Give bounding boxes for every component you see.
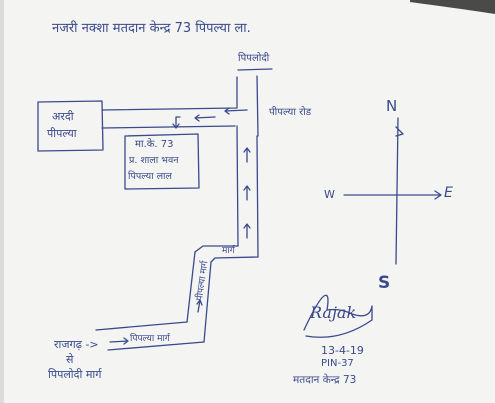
school-box xyxy=(124,133,200,190)
compass-ns-line xyxy=(395,117,399,265)
compass-north-flag xyxy=(395,126,404,137)
compass-west: W xyxy=(324,188,335,201)
signature-flourish xyxy=(303,294,373,338)
compass-ew-line xyxy=(343,190,442,200)
route-arrow xyxy=(172,116,181,129)
road-east-edge xyxy=(256,75,259,137)
origin-label-line3: पिपलोदी मार्ग xyxy=(48,368,102,381)
road-bend-lower xyxy=(210,256,259,263)
route-arrow xyxy=(224,107,248,115)
compass-south: S xyxy=(378,273,391,293)
route-arrow xyxy=(243,147,251,163)
bottom-road-upper-edge xyxy=(95,321,188,331)
dark-corner-shadow xyxy=(410,0,495,14)
school-label-line2: प्र. शाला भवन xyxy=(129,155,179,166)
school-label-line1: मा.के. 73 xyxy=(135,139,174,150)
compass-east: E xyxy=(444,185,453,201)
north-road-label: पिपलोदी xyxy=(238,53,270,64)
diagonal-road-left-edge xyxy=(186,251,196,323)
school-label-line3: पिपल्या लाल xyxy=(128,171,172,182)
compass-north: N xyxy=(386,97,398,115)
road-top-edge xyxy=(101,76,238,111)
route-arrow xyxy=(196,299,203,313)
left-edge-shadow xyxy=(0,0,4,403)
village-box-label-line1: अरदी xyxy=(52,110,74,123)
origin-label-line1: राजगढ़ -> xyxy=(54,338,99,351)
bottom-road-lower-edge xyxy=(107,341,205,351)
signature-date: 13-4-19 xyxy=(321,344,364,357)
title-underline xyxy=(237,68,273,71)
east-road-label: पीपल्या रोड xyxy=(269,107,312,118)
village-box xyxy=(37,100,104,152)
road-bend-upper xyxy=(194,245,239,253)
route-arrow xyxy=(194,114,216,122)
signature-name: Rajak xyxy=(310,303,357,322)
route-arrow xyxy=(109,337,129,345)
route-arrow xyxy=(243,185,251,201)
bottom-road-label: पिपल्या मार्ग xyxy=(130,334,170,344)
signature-booth: मतदान केन्द्र 73 xyxy=(293,374,357,386)
diagonal-road-right-edge xyxy=(203,261,212,343)
map-title: नजरी नक्शा मतदान केन्द्र 73 पिपल्या ला. xyxy=(52,21,251,36)
origin-label-line2: से xyxy=(66,353,74,366)
village-box-label-line2: पीपल्या xyxy=(47,127,77,140)
signature-pin: PIN-37 xyxy=(321,358,354,369)
road-bottom-edge xyxy=(101,125,236,129)
mid-road-label: मार्ग xyxy=(222,246,235,256)
vertical-road-left-edge xyxy=(236,125,239,247)
vertical-road-right-edge xyxy=(256,135,259,258)
route-arrow xyxy=(243,223,251,239)
